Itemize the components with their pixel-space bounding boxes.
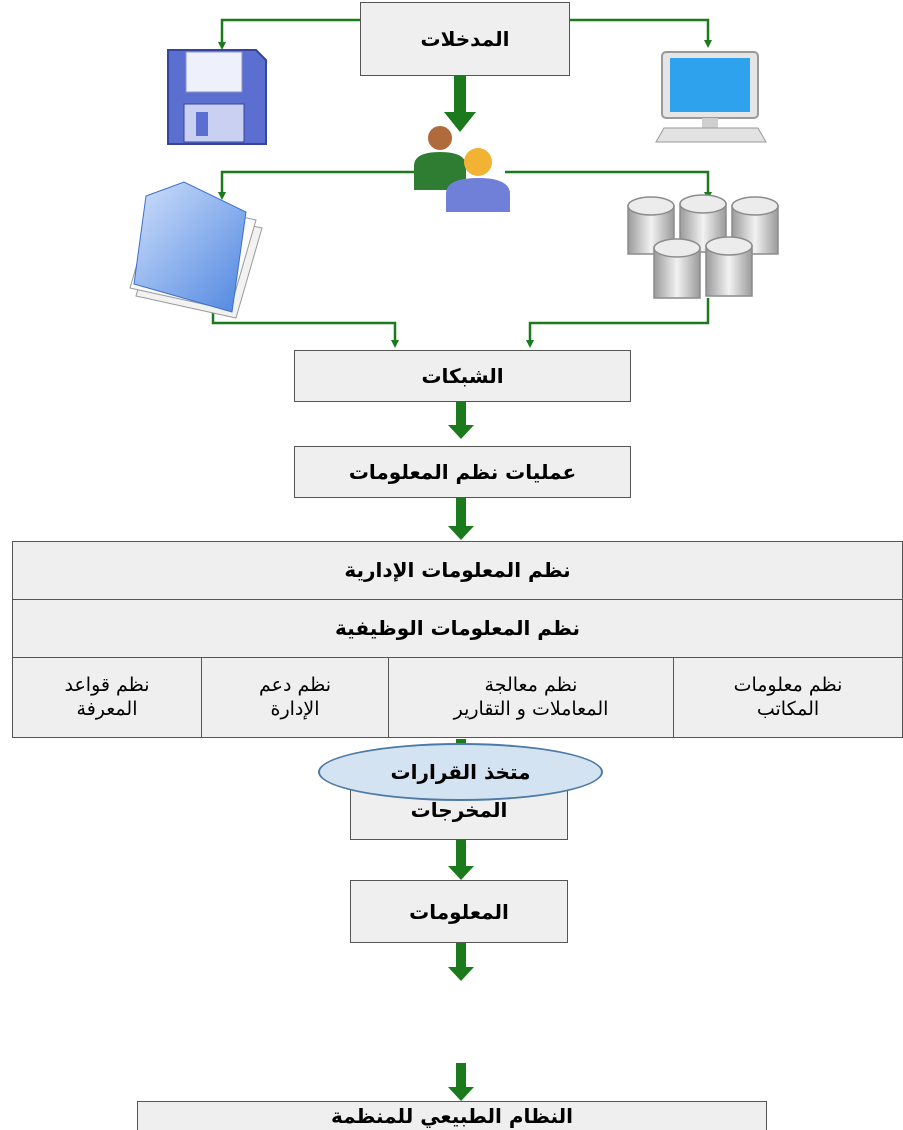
mis-functional-row: نظم المعلومات الوظيفية <box>13 600 902 658</box>
users-icon <box>414 126 510 212</box>
networks-box: الشبكات <box>294 350 631 402</box>
computer-monitor-icon <box>655 51 767 143</box>
mis-management-row: نظم المعلومات الإدارية <box>13 542 902 600</box>
networks-label: الشبكات <box>421 364 504 388</box>
decision-maker-label: متخذ القرارات <box>390 760 531 784</box>
natural-system-label: النظام الطبيعي للمنظمة <box>330 1104 574 1128</box>
mis-table: نظم المعلومات الإدارية نظم المعلومات الو… <box>12 541 903 738</box>
natural-system-box: النظام الطبيعي للمنظمة <box>137 1101 767 1130</box>
floppy-disk-icon <box>167 49 267 145</box>
decision-maker-node: متخذ القرارات <box>318 704 603 801</box>
inputs-box: المدخلات <box>360 2 570 76</box>
operations-label: عمليات نظم المعلومات <box>348 460 577 484</box>
information-label: المعلومات <box>409 899 509 924</box>
documents-icon <box>129 181 263 319</box>
operations-box: عمليات نظم المعلومات <box>294 446 631 498</box>
information-box: المعلومات <box>350 880 568 943</box>
decision-maker-ellipse: متخذ القرارات <box>318 743 603 801</box>
inputs-label: المدخلات <box>420 27 510 51</box>
database-icon <box>627 194 779 299</box>
outputs-label: المخرجات <box>410 797 508 822</box>
